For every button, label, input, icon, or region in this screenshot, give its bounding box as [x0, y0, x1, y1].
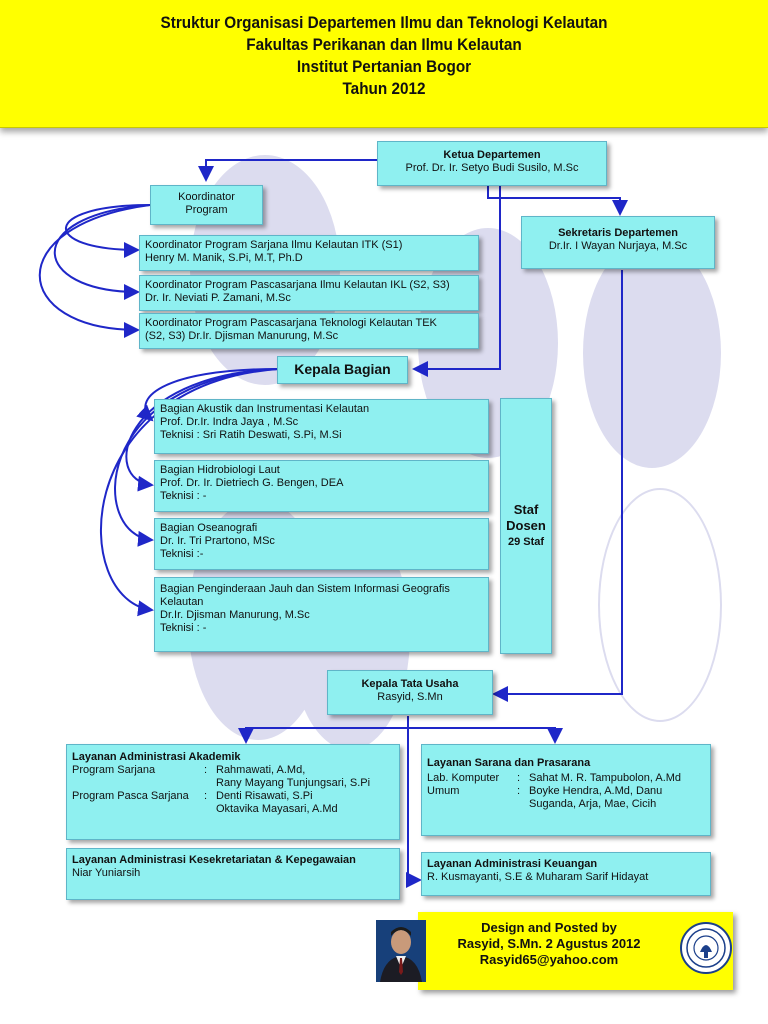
- bagian-box-akustik: Bagian Akustik dan Instrumentasi Kelauta…: [154, 399, 489, 454]
- page-subtitle-year: Tahun 2012: [342, 79, 426, 98]
- ketua-departemen-box: Ketua Departemen Prof. Dr. Ir. Setyo Bud…: [377, 141, 607, 186]
- layanan-sarana-title: Layanan Sarana dan Prasarana: [427, 757, 591, 769]
- sekretaris-title: Sekretaris Departemen: [558, 227, 678, 239]
- kepala-tu-name: Rasyid, S.Mn: [377, 691, 443, 703]
- layanan-row: Suganda, Arja, Mae, Cicih: [427, 798, 705, 811]
- layanan-row: Lab. Komputer : Sahat M. R. Tampubolon, …: [427, 772, 705, 785]
- credit-line2: Rasyid, S.Mn. 2 Agustus 2012: [457, 936, 641, 951]
- staf-label: Staf: [513, 502, 539, 517]
- row-sep: :: [204, 790, 208, 802]
- program-coordinator: (S2, S3) Dr.Ir. Djisman Manurung, M.Sc: [145, 330, 339, 342]
- row-value: Oktavika Mayasari, A.Md: [216, 803, 338, 815]
- row-sep: :: [517, 785, 521, 797]
- ketua-name: Prof. Dr. Ir. Setyo Budi Susilo, M.Sc: [405, 162, 579, 174]
- page-title: Struktur Organisasi Departemen Ilmu dan …: [160, 13, 608, 32]
- ipb-logo-icon: [680, 922, 732, 974]
- row-label: [72, 777, 204, 790]
- credit-email: Rasyid65@yahoo.com: [479, 952, 619, 967]
- bagian-box-hidrobiologi: Bagian Hidrobiologi Laut Prof. Dr. Ir. D…: [154, 460, 489, 512]
- header-banner: Struktur Organisasi Departemen Ilmu dan …: [0, 0, 768, 128]
- row-sep: :: [204, 764, 208, 776]
- row-sep: [204, 777, 216, 790]
- bagian-title: Bagian Hidrobiologi Laut: [160, 464, 280, 476]
- row-sep: [204, 803, 216, 816]
- bagian-head: Prof. Dr. Ir. Dietriech G. Bengen, DEA: [160, 477, 344, 489]
- dosen-label: Dosen: [506, 518, 546, 533]
- layanan-keuangan-name: R. Kusmayanti, S.E & Muharam Sarif Hiday…: [427, 871, 649, 883]
- kepala-bagian-label: Kepala Bagian: [294, 361, 391, 377]
- koordinator-label-line2: Program: [185, 204, 228, 216]
- staf-count: 29 Staf: [507, 536, 545, 548]
- bagian-teknisi: Teknisi : -: [160, 622, 207, 634]
- kepala-tata-usaha-box: Kepala Tata Usaha Rasyid, S.Mn: [327, 670, 493, 715]
- row-label: Program Sarjana: [72, 764, 156, 776]
- layanan-row: Rany Mayang Tunjungsari, S.Pi: [72, 777, 394, 790]
- layanan-row: Program Pasca Sarjana : Denti Risawati, …: [72, 790, 394, 803]
- program-title: Koordinator Program Pascasarjana Ilmu Ke…: [145, 279, 450, 291]
- layanan-akademik-box: Layanan Administrasi Akademik Program Sa…: [66, 744, 400, 840]
- bagian-title-cont: Kelautan: [160, 596, 204, 608]
- layanan-sarana-box: Layanan Sarana dan Prasarana Lab. Komput…: [421, 744, 711, 836]
- row-label: Program Pasca Sarjana: [72, 790, 189, 802]
- layanan-row: Oktavika Mayasari, A.Md: [72, 803, 394, 816]
- staf-dosen-box: Staf Dosen 29 Staf: [500, 398, 552, 654]
- ketua-title: Ketua Departemen: [443, 149, 541, 161]
- layanan-keuangan-box: Layanan Administrasi Keuangan R. Kusmaya…: [421, 852, 711, 896]
- row-value: Denti Risawati, S.Pi: [216, 790, 313, 802]
- sekretaris-departemen-box: Sekretaris Departemen Dr.Ir. I Wayan Nur…: [521, 216, 715, 269]
- program-coordinator: Dr. Ir. Neviati P. Zamani, M.Sc: [145, 292, 291, 304]
- bagian-head: Prof. Dr.Ir. Indra Jaya , M.Sc: [160, 416, 299, 428]
- bagian-head: Dr.Ir. Djisman Manurung, M.Sc: [160, 609, 310, 621]
- koordinator-label-line1: Koordinator: [178, 191, 235, 203]
- row-sep: [517, 798, 529, 811]
- background-ellipse: [583, 238, 721, 468]
- bagian-box-penginderaan-jauh: Bagian Penginderaan Jauh dan Sistem Info…: [154, 577, 489, 652]
- bagian-teknisi: Teknisi :-: [160, 548, 204, 560]
- program-box-itk: Koordinator Program Sarjana Ilmu Kelauta…: [139, 235, 479, 271]
- row-label: [427, 798, 517, 811]
- row-label: Umum: [427, 785, 460, 797]
- row-value: Suganda, Arja, Mae, Cicih: [529, 798, 657, 810]
- row-value: Boyke Hendra, A.Md, Danu: [529, 785, 663, 797]
- row-value: Sahat M. R. Tampubolon, A.Md: [529, 772, 682, 784]
- program-box-tek: Koordinator Program Pascasarjana Teknolo…: [139, 313, 479, 349]
- bagian-title: Bagian Penginderaan Jauh dan Sistem Info…: [160, 583, 450, 595]
- program-box-ikl: Koordinator Program Pascasarjana Ilmu Ke…: [139, 275, 479, 311]
- layanan-keuangan-title: Layanan Administrasi Keuangan: [427, 858, 598, 870]
- page-subtitle-institute: Institut Pertanian Bogor: [296, 57, 472, 76]
- program-coordinator: Henry M. Manik, S.Pi, M.T, Ph.D: [145, 252, 303, 264]
- background-ring: [598, 488, 722, 722]
- page-subtitle-faculty: Fakultas Perikanan dan Ilmu Kelautan: [246, 35, 522, 54]
- kepala-tu-title: Kepala Tata Usaha: [361, 678, 459, 690]
- row-sep: :: [517, 772, 521, 784]
- layanan-row: Umum : Boyke Hendra, A.Md, Danu: [427, 785, 705, 798]
- program-title: Koordinator Program Sarjana Ilmu Kelauta…: [145, 239, 403, 251]
- bagian-teknisi: Teknisi : -: [160, 490, 207, 502]
- row-label: Lab. Komputer: [427, 772, 500, 784]
- program-title: Koordinator Program Pascasarjana Teknolo…: [145, 317, 437, 329]
- koordinator-program-box: Koordinator Program: [150, 185, 263, 225]
- bagian-title: Bagian Oseanografi: [160, 522, 258, 534]
- layanan-kesekretariatan-box: Layanan Administrasi Kesekretariatan & K…: [66, 848, 400, 900]
- credit-line1: Design and Posted by: [481, 920, 617, 935]
- sekretaris-name: Dr.Ir. I Wayan Nurjaya, M.Sc: [548, 240, 688, 252]
- layanan-row: Program Sarjana : Rahmawati, A.Md,: [72, 764, 394, 777]
- row-label: [72, 803, 204, 816]
- bagian-head: Dr. Ir. Tri Prartono, MSc: [160, 535, 275, 547]
- layanan-akademik-title: Layanan Administrasi Akademik: [72, 751, 241, 763]
- kepala-bagian-box: Kepala Bagian: [277, 356, 408, 384]
- layanan-kesekretariatan-title: Layanan Administrasi Kesekretariatan & K…: [72, 854, 356, 866]
- bagian-title: Bagian Akustik dan Instrumentasi Kelauta…: [160, 403, 370, 415]
- row-value: Rany Mayang Tunjungsari, S.Pi: [216, 777, 371, 789]
- bagian-box-oseanografi: Bagian Oseanografi Dr. Ir. Tri Prartono,…: [154, 518, 489, 570]
- layanan-kesekretariatan-name: Niar Yuniarsih: [72, 867, 141, 879]
- bagian-teknisi: Teknisi : Sri Ratih Deswati, S.Pi, M.Si: [160, 429, 342, 441]
- row-value: Rahmawati, A.Md,: [216, 764, 306, 776]
- author-photo: [376, 920, 426, 982]
